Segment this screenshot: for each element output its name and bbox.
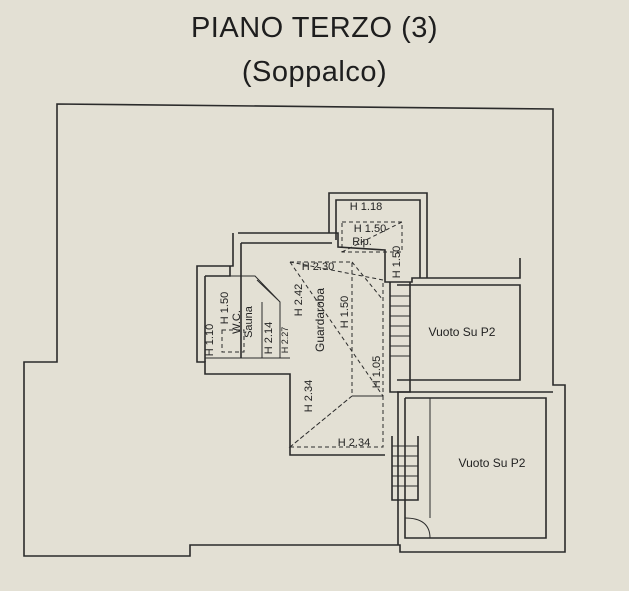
stair-upper-steps bbox=[390, 295, 410, 357]
room-label-sauna: Sauna bbox=[243, 305, 255, 338]
plan-subtitle: (Soppalco) bbox=[241, 56, 388, 88]
wc-fixture bbox=[221, 329, 245, 353]
stair-upper-frame bbox=[389, 282, 411, 393]
height-label-105: H 1.05 bbox=[371, 356, 383, 388]
guardaroba-dashed-area bbox=[289, 261, 384, 397]
stair-lower-frame bbox=[391, 436, 419, 501]
height-label-rip: H 1.50 bbox=[354, 223, 386, 235]
ripostiglio-wall bbox=[328, 192, 428, 278]
room-label-ripostiglio: Rip. bbox=[352, 236, 372, 248]
room-label-wc: W.C. bbox=[231, 310, 243, 334]
room-label-guardaroba: Guardaroba bbox=[313, 288, 327, 352]
height-label-110: H 1.10 bbox=[204, 324, 216, 356]
height-label-234-vertical: H 2.34 bbox=[303, 380, 315, 412]
height-label-242: H 2.42 bbox=[293, 284, 305, 316]
outer-perimeter-wall bbox=[23, 103, 566, 557]
lower-dashed-area bbox=[288, 395, 384, 448]
height-label-230: H 2.30 bbox=[302, 261, 334, 273]
ripostiglio-dashed-zone bbox=[341, 221, 403, 253]
room-label-vuoto-lower: Vuoto Su P2 bbox=[459, 456, 526, 470]
height-label-rip-top: H 1.18 bbox=[350, 201, 382, 213]
sauna-partition bbox=[205, 275, 290, 359]
height-label-guardaroba: H 1.50 bbox=[339, 296, 351, 328]
room-label-vuoto-upper: Vuoto Su P2 bbox=[429, 325, 496, 339]
height-label-227: H 2.27 bbox=[280, 327, 290, 354]
vuoto-lower-arc bbox=[404, 517, 431, 539]
plan-title: PIANO TERZO (3) bbox=[190, 12, 439, 44]
vuoto-upper-wall bbox=[397, 284, 553, 393]
height-label-234-horizontal: H 2.34 bbox=[338, 437, 370, 449]
height-label-214: H 2.14 bbox=[263, 322, 275, 354]
height-label-rip-side: H 1.50 bbox=[391, 246, 403, 278]
vuoto-lower-wall bbox=[397, 392, 547, 545]
stair-lower-steps bbox=[392, 445, 418, 487]
height-label-wc: H 1.50 bbox=[219, 292, 231, 324]
central-block-wall bbox=[196, 232, 521, 456]
central-inner-wall bbox=[204, 242, 332, 362]
